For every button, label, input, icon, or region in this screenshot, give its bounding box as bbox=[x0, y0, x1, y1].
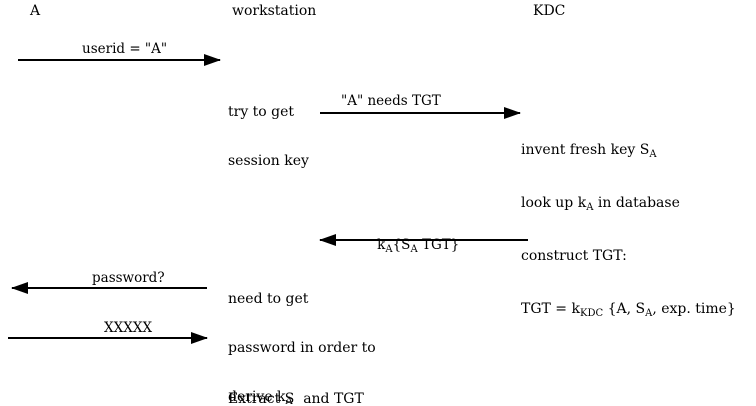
label-text: TGT} bbox=[417, 237, 460, 253]
message-arrow-password-prompt bbox=[11, 282, 207, 294]
message-label-password-entry: XXXXX bbox=[104, 320, 153, 336]
label-text: {S bbox=[392, 237, 411, 253]
subscript-a: A bbox=[410, 244, 418, 256]
actor-label-client: A bbox=[30, 3, 41, 19]
note-text: derive k bbox=[228, 389, 286, 405]
label-text: k bbox=[377, 237, 386, 253]
arrow-shaft bbox=[18, 59, 220, 61]
note-text: invent fresh key S bbox=[521, 142, 650, 158]
message-label-password-prompt: password? bbox=[92, 270, 165, 286]
note-line: derive kA bbox=[228, 389, 376, 406]
arrow-head-right-icon bbox=[191, 332, 208, 344]
note-line: TGT = kKDC {A, SA, exp. time} bbox=[521, 297, 736, 322]
subscript-a: A bbox=[385, 244, 393, 256]
actor-label-workstation: workstation bbox=[232, 3, 317, 19]
actor-label-kdc: KDC bbox=[533, 3, 566, 19]
arrow-shaft bbox=[320, 112, 520, 114]
note-workstation-try-get-session-key: try to get session key bbox=[228, 72, 309, 202]
message-label-ka-sa-tgt: kA{SA TGT} bbox=[360, 220, 459, 275]
note-workstation-extract-forget: Extract S and TGT Forget password bbox=[228, 359, 364, 406]
subscript-kdc: KDC bbox=[579, 308, 604, 320]
message-label-needs-tgt: "A" needs TGT bbox=[341, 93, 441, 109]
message-arrow-needs-tgt bbox=[320, 107, 521, 119]
note-line: look up kA in database bbox=[521, 195, 736, 216]
note-text: TGT = k bbox=[521, 301, 580, 318]
message-arrow-userid bbox=[18, 54, 221, 66]
arrow-shaft bbox=[12, 287, 207, 289]
note-text: {A, S bbox=[603, 301, 646, 318]
message-arrow-ka-sa-tgt bbox=[319, 234, 528, 246]
arrow-head-left-icon bbox=[319, 234, 336, 246]
subscript-a: A bbox=[586, 202, 594, 214]
arrow-head-right-icon bbox=[204, 54, 221, 66]
subscript-a: A bbox=[649, 149, 657, 161]
note-text: , exp. time} bbox=[652, 301, 736, 318]
note-text: look up k bbox=[521, 195, 587, 212]
arrow-head-left-icon bbox=[11, 282, 28, 294]
arrow-shaft bbox=[320, 239, 528, 241]
note-line: password in order to bbox=[228, 340, 376, 357]
note-line: try to get bbox=[228, 104, 295, 120]
subscript-a: A bbox=[645, 308, 653, 320]
note-line: Extract S and TGT bbox=[228, 391, 364, 406]
message-label-userid: userid = "A" bbox=[82, 41, 168, 57]
note-line: invent fresh key SA bbox=[521, 142, 736, 163]
note-text: need to get bbox=[228, 291, 309, 307]
note-text: password in order to bbox=[228, 340, 376, 356]
message-arrow-password-entry bbox=[8, 332, 208, 344]
subscript-a: A bbox=[285, 396, 293, 406]
note-line: need to get bbox=[228, 291, 376, 308]
note-workstation-need-password: need to get password in order to derive … bbox=[228, 259, 376, 406]
arrow-shaft bbox=[8, 337, 207, 339]
arrow-head-right-icon bbox=[504, 107, 521, 119]
note-text: in database bbox=[593, 195, 680, 212]
note-kdc-invent-key: invent fresh key SA look up kA in databa… bbox=[521, 110, 736, 355]
note-line: construct TGT: bbox=[521, 248, 736, 265]
note-line: session key bbox=[228, 153, 309, 169]
note-text: construct TGT: bbox=[521, 248, 627, 265]
